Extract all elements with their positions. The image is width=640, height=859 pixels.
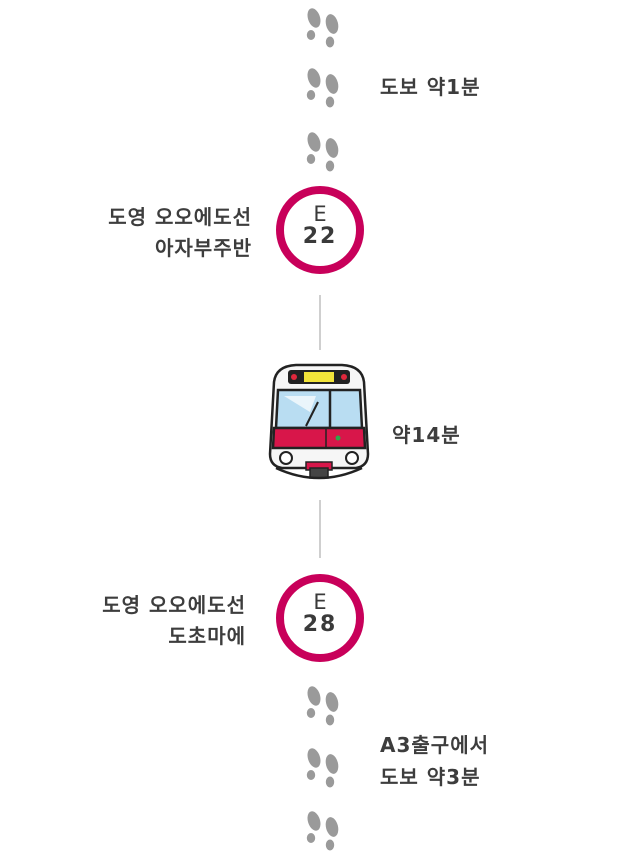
- footprint-icon: [305, 6, 341, 48]
- station-b-line: 도영 오오에도선: [102, 593, 246, 617]
- route-line: [319, 500, 321, 558]
- footprint-icon: [305, 684, 341, 726]
- footprint-icon: [305, 809, 341, 851]
- footprint-icon: [305, 66, 341, 108]
- walk-start-text: 도보 약1분: [380, 75, 481, 99]
- station-b-name: 도초마에: [168, 624, 246, 648]
- station-a-line: 도영 오오에도선: [108, 205, 252, 229]
- route-line: [319, 295, 321, 350]
- station-b-code-number: 28: [302, 612, 338, 637]
- station-a-badge: E 22: [276, 186, 364, 274]
- train-icon: [268, 363, 370, 480]
- ride-duration-text: 약14분: [392, 423, 461, 447]
- station-a-name: 아자부주반: [155, 236, 252, 260]
- walk-end-line1: A3출구에서: [380, 733, 489, 757]
- station-b-badge: E 28: [276, 574, 364, 662]
- station-a-code-number: 22: [302, 224, 338, 249]
- station-b-code-letter: E: [313, 590, 327, 614]
- station-a-code-letter: E: [313, 202, 327, 226]
- footprint-icon: [305, 130, 341, 172]
- walk-end-line2: 도보 약3분: [380, 765, 481, 789]
- footprint-icon: [305, 746, 341, 788]
